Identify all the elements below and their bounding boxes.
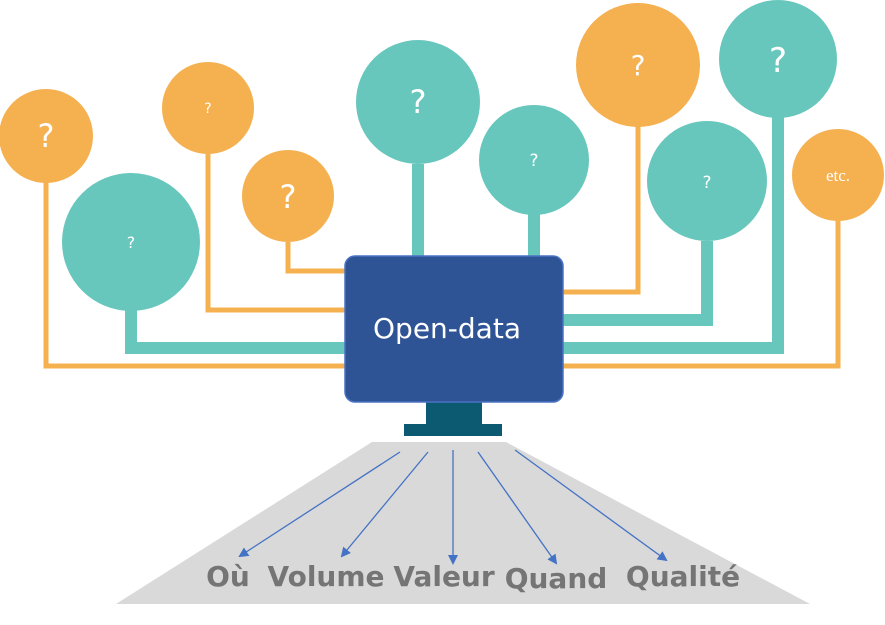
label-qualite: Qualité: [626, 560, 740, 593]
bubble-label: ?: [702, 173, 711, 193]
label-quand: Quand: [505, 562, 608, 595]
connector-b1: [43, 182, 346, 369]
connector-b8: [562, 241, 713, 326]
bubble-label: ?: [529, 151, 538, 171]
platform: [116, 442, 810, 604]
connector-lines: [43, 116, 841, 369]
bubble-b6: ?: [479, 105, 589, 215]
connector-b9: [562, 116, 784, 354]
connector-b10: [562, 220, 841, 369]
bubble-label: ?: [38, 117, 55, 155]
bubble-b7: ?: [576, 3, 700, 127]
label-valeur: Valeur: [393, 560, 495, 593]
dimension-labels: Où Volume Valeur Quand Qualité: [206, 560, 740, 595]
bubble-label: etc.: [826, 166, 850, 185]
arrow-quand: [477, 451, 558, 565]
bubble-b2: ?: [62, 173, 200, 311]
arrow-ou: [238, 451, 401, 558]
bubble-label: ?: [280, 178, 297, 216]
connector-b3: [205, 153, 346, 313]
arrow-volume: [340, 451, 429, 558]
label-volume: Volume: [267, 560, 384, 593]
connector-b4: [285, 242, 346, 274]
bubble-b5: ?: [356, 40, 480, 164]
bubble-b1: ?: [0, 89, 93, 183]
bubble-label: ?: [410, 83, 427, 121]
bubble-b8: ?: [647, 121, 767, 241]
arrow-qualite: [514, 449, 668, 562]
bubble-label: ?: [631, 49, 646, 82]
connector-b2: [125, 310, 346, 354]
bubble-label: ?: [769, 41, 787, 81]
label-ou: Où: [206, 560, 250, 593]
connector-b7: [562, 126, 641, 295]
center-label: Open-data: [373, 312, 521, 345]
center-box: [344, 255, 564, 403]
bubble-b3: ?: [162, 62, 254, 154]
bubble-b10: etc.: [792, 129, 884, 221]
dimension-arrows: [238, 449, 668, 565]
monitor-stand: [404, 402, 502, 436]
bubble-label: ?: [127, 233, 136, 252]
bubble-b9: ?: [719, 0, 837, 118]
bubble-b4: ?: [242, 150, 334, 242]
bubble-label: ?: [204, 101, 211, 117]
